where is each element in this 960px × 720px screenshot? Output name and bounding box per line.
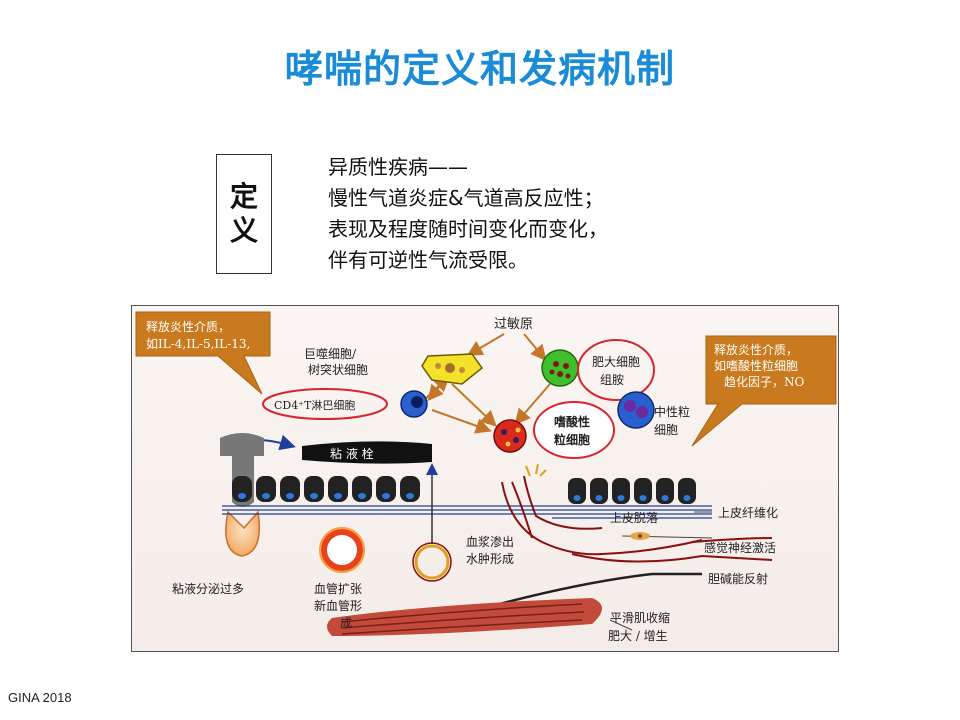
definition-label-char-2: 义 [229,214,258,247]
mucus-secretion-label: 粘液分泌过多 [172,581,244,596]
nerve-spark-icon [525,463,547,477]
basement-membrane [222,505,712,519]
callout-right-line: 如嗜酸性粒细胞 [714,358,798,373]
mast-cell-label: 组胺 [600,373,624,387]
definition-line: 表现及程度随时间变化而变化， [328,217,608,241]
callout-right-line: 趋化因子，NO [724,375,805,389]
goblet-gland: 粘液分泌过多 [172,433,264,596]
macrophage-label: 树突状细胞 [308,362,368,377]
pathogenesis-svg: 释放炎性介质， 如IL-4,IL-5,IL-13, 释放炎性介质， 如嗜酸性粒细… [132,306,838,651]
eosinophil-label: 嗜酸性 [554,414,590,429]
vessel-label: 新血管形 [314,598,362,613]
cd4-label: CD4⁺T淋巴细胞 [274,399,355,412]
sensory-cell [630,532,650,540]
mast-cell [541,349,579,387]
vessel-label: 血管扩张 [314,581,362,596]
allergen-label: 过敏原 [494,317,533,332]
neutrophil-label: 细胞 [654,423,678,437]
callout-left-line: 如IL-4,IL-5,IL-13, [146,336,250,351]
cholinergic-nerve [491,572,702,608]
vessel-label: 成 [340,616,352,630]
smooth-muscle-label: 肥大 / 增生 [608,629,668,643]
macrophage-cell [421,353,484,385]
right-label: 感觉神经激活 [704,540,776,555]
eosinophil-label: 粒细胞 [554,432,590,447]
pathogenesis-diagram: 释放炎性介质， 如IL-4,IL-5,IL-13, 释放炎性介质， 如嗜酸性粒细… [131,305,839,652]
plasma-vessel: 血浆渗出 水肿形成 [412,463,514,582]
sensory-nerves [501,475,773,563]
plasma-label: 水肿形成 [466,551,514,566]
mast-cell-label-group: 肥大细胞 组胺 [577,339,655,401]
callout-right: 释放炎性介质， 如嗜酸性粒细胞 趋化因子，NO [691,335,837,447]
epithelium-right: 上皮脱落 [568,478,696,525]
definition-line: 伴有可逆性气流受限。 [328,248,528,272]
definition-text: 异质性疾病—— 慢性气道炎症&气道高反应性； 表现及程度随时间变化而变化， 伴有… [328,152,608,276]
smooth-muscle [327,598,602,636]
slide-title: 哮喘的定义和发病机制 [284,47,675,91]
eosinophil: 嗜酸性 粒细胞 [493,401,615,459]
dilated-vessel: 血管扩张 新血管形 成 [314,527,365,630]
definition-line: 慢性气道炎症&气道高反应性； [328,186,604,210]
macrophage-label: 巨噬细胞/ [304,346,357,361]
cd4-tcell: CD4⁺T淋巴细胞 [262,388,428,420]
definition-label-char-1: 定 [229,180,258,213]
mast-cell-label: 肥大细胞 [592,355,640,369]
plasma-label: 血浆渗出 [466,534,514,549]
smooth-muscle-label: 平滑肌收缩 [610,610,670,625]
callout-left: 释放炎性介质， 如IL-4,IL-5,IL-13, [135,311,271,395]
right-label: 上皮纤维化 [718,506,778,520]
neutrophil-label: 中性粒 [654,404,690,419]
epithelium-left [232,476,420,502]
definition-line: 异质性疾病—— [328,155,468,179]
right-label: 胆碱能反射 [708,571,768,586]
definition-label-box: 定 义 [216,154,272,274]
epithelium-shed-label: 上皮脱落 [610,510,658,525]
mucus-plug-label: 粘 液 栓 [330,446,374,461]
neutrophil: 中性粒 细胞 [617,391,690,437]
callout-right-line: 释放炎性介质， [714,342,798,357]
callout-left-line: 释放炎性介质， [146,319,230,334]
footer-source: GINA 2018 [8,690,72,705]
